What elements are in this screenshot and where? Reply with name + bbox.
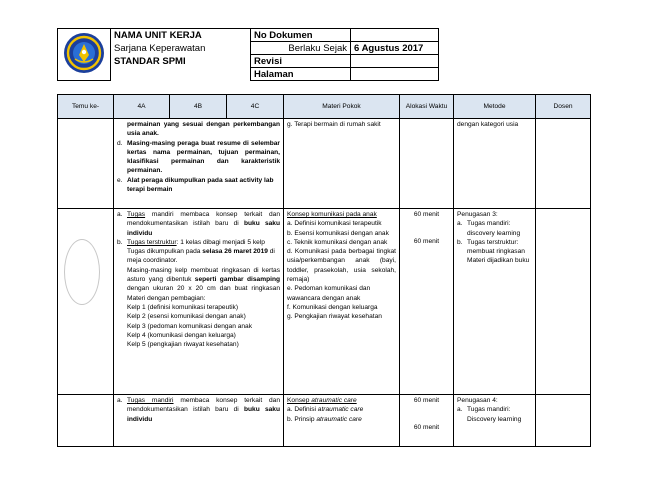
col-header-method: Metode (453, 94, 536, 119)
revision-label: Revisi (250, 54, 351, 68)
meeting-cell (57, 208, 114, 395)
material-item: d. Komunikasi pada berbagai tingkat usia… (287, 248, 396, 284)
group-item: Kelp 4 (komunikasi dengan keluarga) (127, 331, 236, 339)
unit-program: Sarjana Keperawatan (110, 41, 251, 55)
col-header-4c: 4C (226, 94, 284, 119)
material-cell: Konsep atraumatic care a. Definisi atrau… (283, 394, 400, 447)
material-item: f. Komunikasi dengan keluarga (287, 303, 378, 311)
document-header: NAMA UNIT KERJA No Dokumen Sarjana Keper… (57, 28, 439, 81)
material-item: g. Pengkajian riwayat kesehatan (287, 313, 382, 321)
group-item: Kelp 1 (definisi komunikasi terapeutik) (127, 303, 239, 311)
lesson-plan-table: Temu ke- 4A 4B 4C Materi Pokok Alokasi W… (57, 94, 591, 447)
doc-number-value (350, 28, 439, 42)
table-row: a. Tugas mandiri membaca konsep terkait … (57, 394, 591, 447)
list-item: a. Tugas mandiri: Discovery learning (457, 406, 522, 423)
meeting-cell (57, 118, 114, 209)
time-value: 60 menit (413, 424, 440, 432)
page-label: Halaman (250, 67, 351, 81)
material-item: a. Definisi komunikasi terapeutik (287, 220, 382, 228)
material-item: b. Prinsip atraumatic care (287, 415, 362, 423)
table-header-row: Temu ke- 4A 4B 4C Materi Pokok Alokasi W… (57, 94, 591, 119)
material-item: b. Esensi komunikasi dengan anak (287, 229, 389, 237)
meeting-cell (57, 394, 114, 447)
material-item: a. Definisi atraumatic care (287, 406, 364, 414)
submission-note: Tugas dikumpulkan pada selasa 26 maret 2… (127, 248, 275, 265)
col-header-meeting: Temu ke- (57, 94, 114, 119)
col-header-lecturer: Dosen (535, 94, 591, 119)
list-item: d. Masing-masing peraga buat resume di s… (117, 139, 280, 175)
standard-name: STANDAR SPMI (110, 54, 251, 68)
task-link[interactable]: Tugas (127, 211, 146, 218)
method-cell: dengan kategori usia (453, 118, 536, 209)
page-value (350, 67, 439, 81)
unit-blank (110, 67, 251, 81)
method-title: Penugasan 3: (457, 211, 498, 218)
lecturer-cell (535, 208, 591, 395)
list-item: e. Alat peraga dikumpulkan pada saat act… (117, 176, 274, 194)
institution-logo (57, 28, 111, 81)
col-header-4a: 4A (113, 94, 170, 119)
activity-cell: a. Tugas mandiri membaca konsep terkait … (113, 394, 284, 447)
method-cell: Penugasan 3: a. Tugas mandiri: discovery… (453, 208, 536, 395)
material-cell: g. Terapi bermain di rumah sakit (283, 118, 400, 209)
time-value: 60 menit (413, 238, 440, 246)
material-title: Konsep komunikasi pada anak (287, 211, 377, 218)
activity-cell: permainan yang sesuai dengan perkembanga… (113, 118, 284, 209)
col-header-4b: 4B (169, 94, 227, 119)
col-header-material: Materi Pokok (283, 94, 400, 119)
table-row: a. Tugas mandiri membaca konsep terkait … (57, 208, 591, 395)
list-item: a. Tugas mandiri membaca konsep terkait … (117, 397, 280, 423)
material-item: e. Pedoman komunikasi dan wawancara deng… (287, 285, 371, 302)
time-cell: 60 menit 60 menit (399, 394, 454, 447)
material-item: c. Teknik komunikasi dengan anak (287, 238, 388, 246)
group-item: Kelp 3 (pedoman komunikasi dengan anak (127, 322, 252, 330)
method-cell: Penugasan 4: a. Tugas mandiri: Discovery… (453, 394, 536, 447)
task-link[interactable]: Tugas terstruktur (127, 238, 177, 246)
activity-continuation: permainan yang sesuai dengan perkembanga… (127, 121, 280, 138)
time-value: 60 menit (413, 397, 440, 404)
doc-number-label: No Dokumen (250, 28, 351, 42)
list-item: a. Tugas mandiri: discovery learning (457, 220, 521, 237)
summary-instructions: Masing-masing kelp membuat ringkasan di … (127, 266, 281, 302)
effective-date-label: Berlaku Sejak (250, 41, 351, 55)
task-link[interactable]: Tugas mandiri (127, 397, 174, 404)
revision-value (350, 54, 439, 68)
time-cell: 60 menit 60 menit (399, 208, 454, 395)
lecturer-cell (535, 394, 591, 447)
unit-name: NAMA UNIT KERJA (110, 28, 251, 42)
oval-sketch-image (64, 239, 100, 305)
method-title: Penugasan 4: (457, 397, 498, 404)
table-row: permainan yang sesuai dengan perkembanga… (57, 118, 591, 209)
col-header-time: Alokasi Waktu (399, 94, 454, 119)
material-title: Konsep atraumatic care (287, 397, 357, 404)
activity-cell: a. Tugas mandiri membaca konsep terkait … (113, 208, 284, 395)
group-item: Kelp 5 (pengkajian riwayat kesehatan) (127, 341, 239, 349)
effective-date-value: 6 Agustus 2017 (350, 41, 439, 55)
list-item: b. Tugas terstruktur: 1 kelas dibagi men… (117, 238, 265, 246)
lecturer-cell (535, 118, 591, 209)
list-item: a. Tugas mandiri membaca konsep terkait … (117, 211, 280, 237)
time-cell (399, 118, 454, 209)
material-cell: Konsep komunikasi pada anak a. Definisi … (283, 208, 400, 395)
group-item: Kelp 2 (esensi komunikasi dengan anak) (127, 313, 246, 321)
time-value: 60 menit (413, 211, 440, 218)
list-item: b. Tugas terstruktur: membuat ringkasan … (457, 238, 530, 265)
logo-emblem-icon (64, 33, 104, 73)
